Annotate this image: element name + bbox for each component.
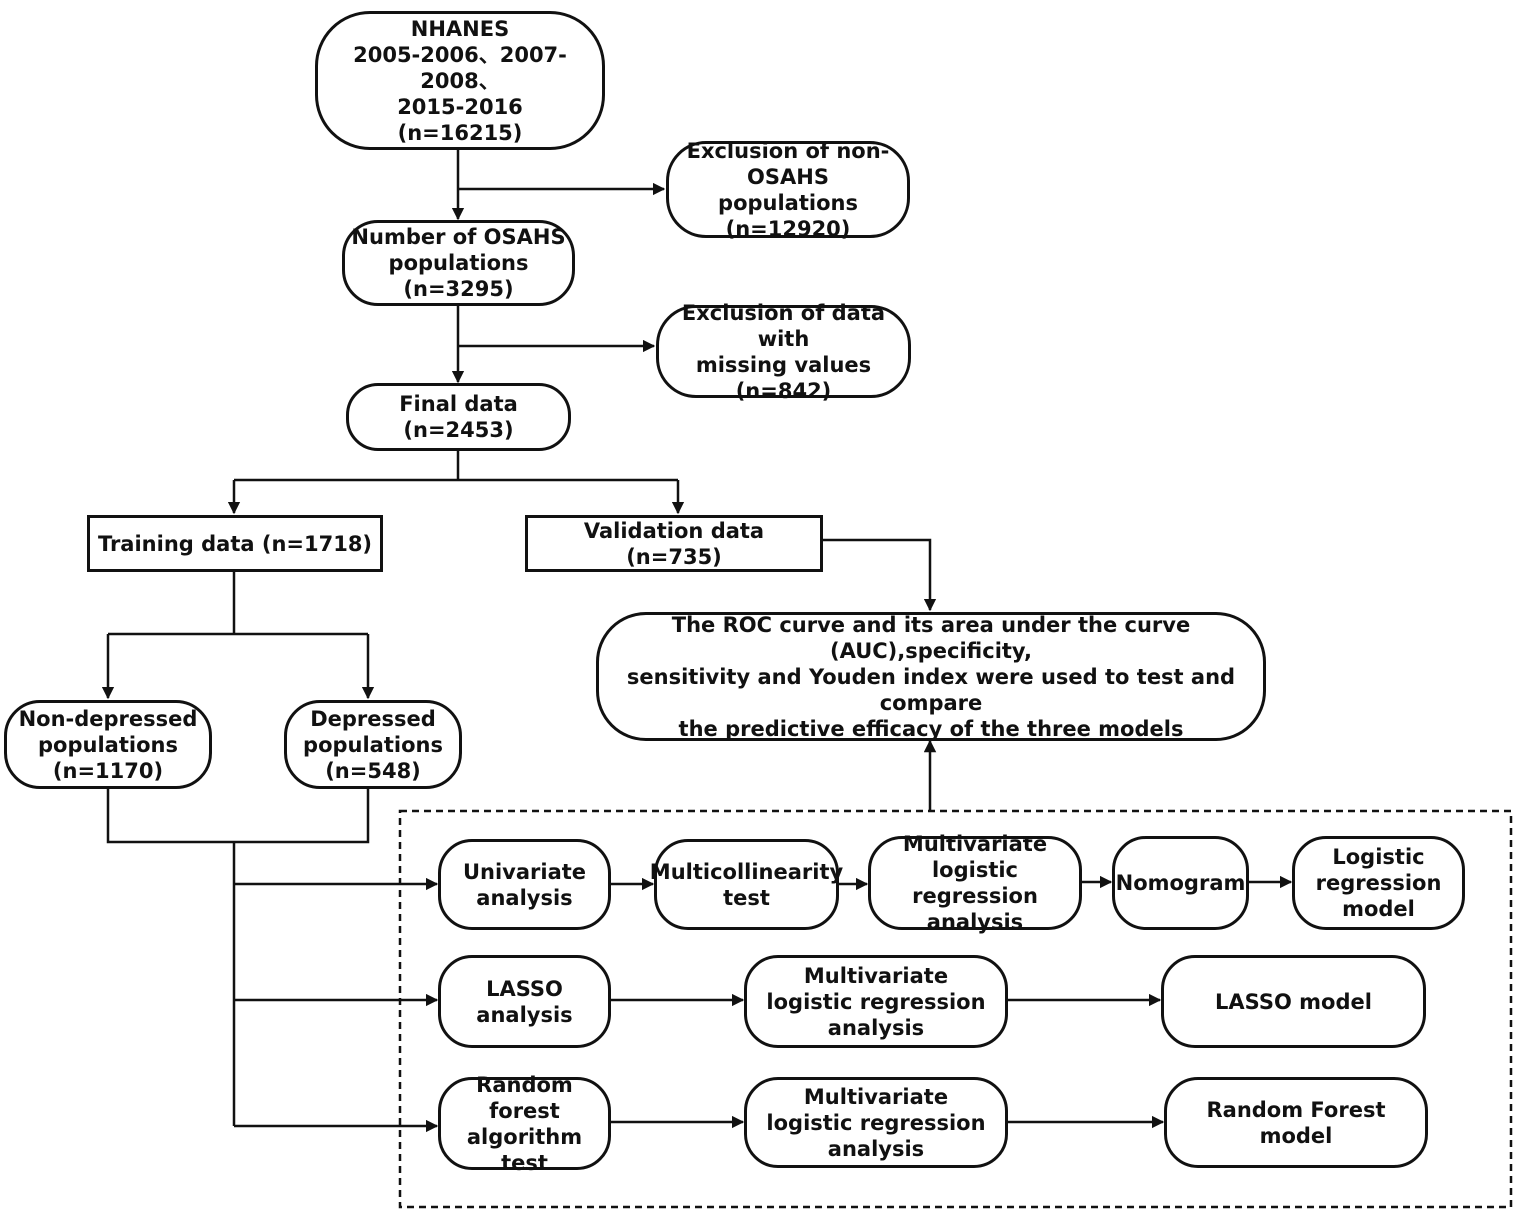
lasso-analysis-box: LASSO analysis	[438, 955, 611, 1048]
roc-evaluation-box: The ROC curve and its area under the cur…	[596, 612, 1266, 741]
mvlr-box-2: Multivariate logistic regression analysi…	[744, 955, 1008, 1048]
random-forest-test-box: Random forest algorithm test	[438, 1073, 611, 1175]
models-dashed-group	[398, 809, 1513, 1209]
osahs-population-box: Number of OSAHS populations (n=3295)	[342, 220, 575, 306]
validation-data-box: Validation data (n=735)	[525, 515, 823, 572]
nhanes-box: NHANES 2005-2006、2007-2008、 2015-2016 (n…	[315, 11, 605, 150]
line-merge-groups	[106, 788, 370, 844]
mvlr-box-3: Multivariate logistic regression analysi…	[744, 1077, 1008, 1168]
mvlr-box-1: Multivariate logistic regression analysi…	[868, 832, 1082, 934]
exclusion-missing-box: Exclusion of data with missing values (n…	[656, 301, 911, 403]
arrow-validation-to-roc	[822, 538, 937, 612]
exclusion-non-osahs-box: Exclusion of non- OSAHS populations (n=1…	[666, 139, 910, 241]
final-data-box: Final data (n=2453)	[346, 383, 571, 451]
random-forest-model-box: Random Forest model	[1164, 1077, 1428, 1168]
multicollinearity-test-box: Multicollinearity test	[650, 839, 843, 930]
training-data-box: Training data (n=1718)	[87, 515, 383, 572]
univariate-analysis-box: Univariate analysis	[438, 839, 611, 930]
non-depressed-box: Non-depressed populations (n=1170)	[4, 700, 212, 789]
depressed-box: Depressed populations (n=548)	[284, 700, 462, 789]
lasso-model-box: LASSO model	[1161, 955, 1426, 1048]
logistic-regression-model-box: Logistic regression model	[1292, 836, 1465, 930]
nomogram-box: Nomogram	[1112, 836, 1249, 930]
